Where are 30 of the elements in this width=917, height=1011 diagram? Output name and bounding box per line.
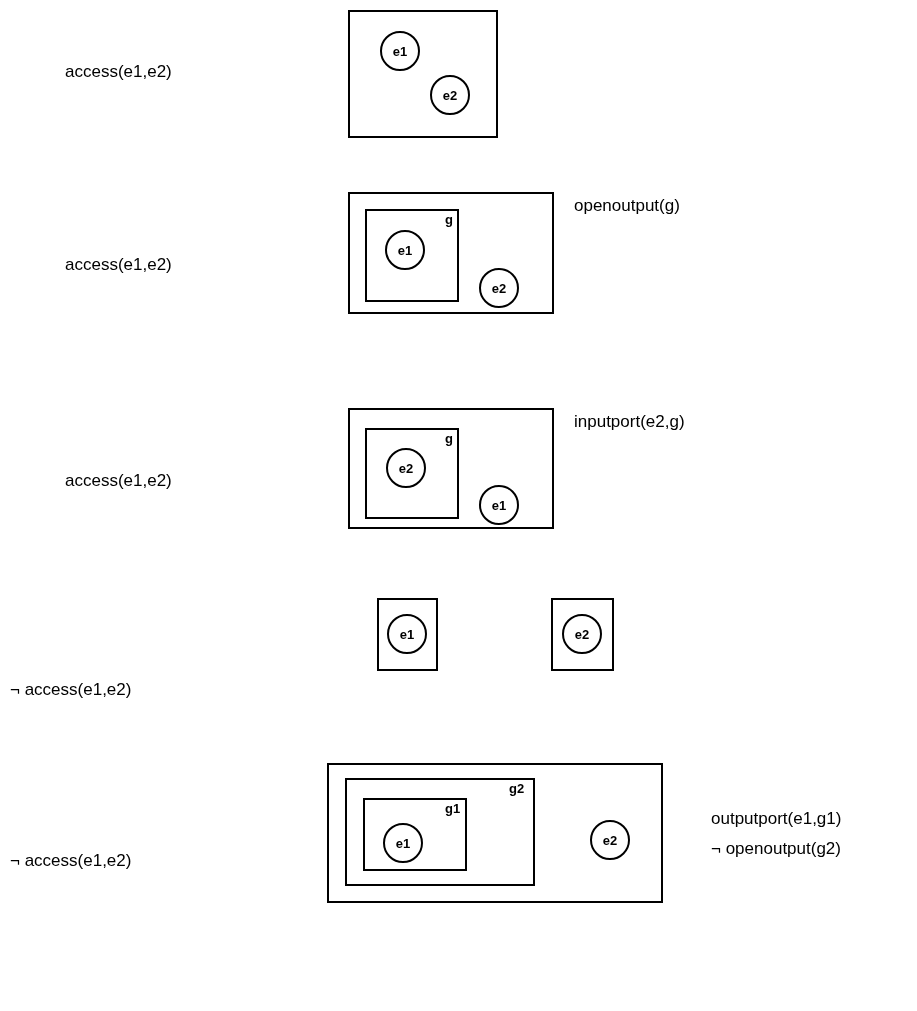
circle-node: e1 [383,823,423,863]
circle-node: e2 [479,268,519,308]
predicate-text: access(e1,e2) [65,62,172,82]
circle-node: e2 [430,75,470,115]
rectangle-box [365,209,459,302]
rectangle-box [348,10,498,138]
predicate-text: access(e1,e2) [65,255,172,275]
predicate-text: openoutput(g) [574,196,680,216]
circle-node: e1 [385,230,425,270]
predicate-text: ¬ openoutput(g2) [711,839,841,859]
circle-node: e1 [479,485,519,525]
predicate-text: outputport(e1,g1) [711,809,842,829]
rectangle-box [377,598,438,671]
rectangle-box [345,778,535,886]
predicate-text: ¬ access(e1,e2) [10,680,132,700]
rectangle-box [365,428,459,519]
group-label: g [445,431,453,446]
predicate-text: inputport(e2,g) [574,412,685,432]
group-label: g1 [445,801,461,816]
circle-node: e2 [386,448,426,488]
circle-node: e2 [562,614,602,654]
group-label: g2 [509,781,525,796]
rectangle-box [551,598,614,671]
rectangle-box [363,798,467,871]
circle-node: e1 [387,614,427,654]
circle-node: e1 [380,31,420,71]
circle-node: e2 [590,820,630,860]
predicate-text: access(e1,e2) [65,471,172,491]
group-label: g [445,212,453,227]
predicate-text: ¬ access(e1,e2) [10,851,132,871]
